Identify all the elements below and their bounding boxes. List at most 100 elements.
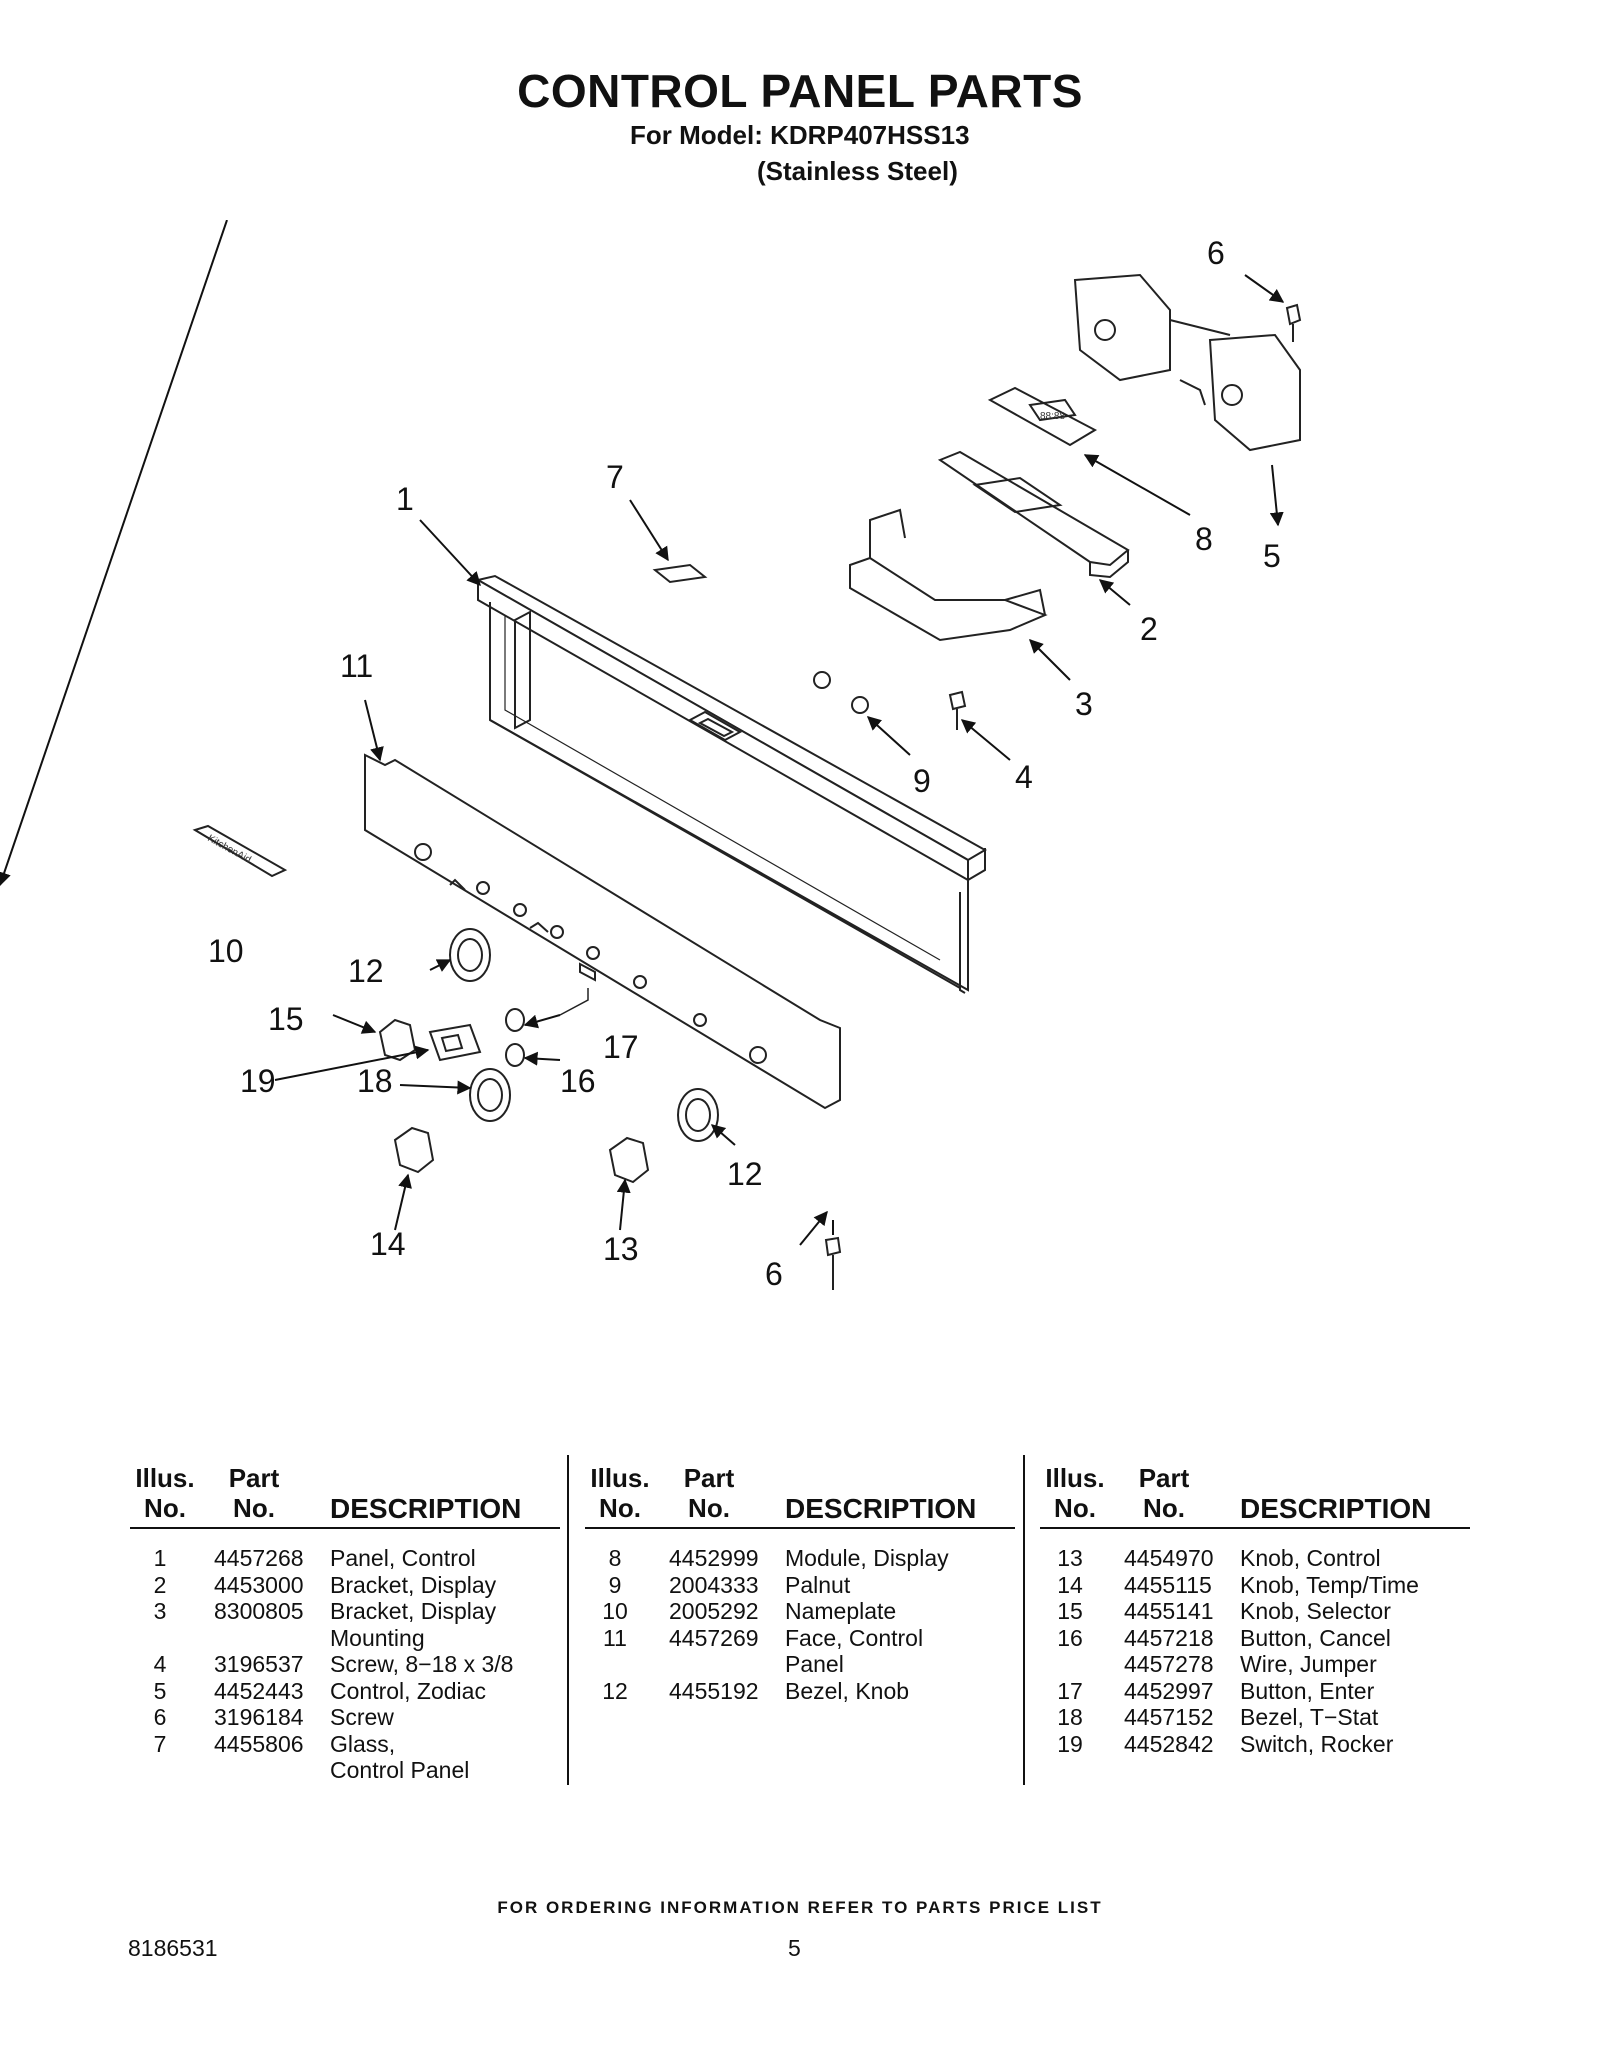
callout-5: 5 <box>1263 538 1281 574</box>
description-cell: Knob, Selector <box>1240 1598 1391 1624</box>
nameplate-part: KitchenAid <box>192 824 288 878</box>
part-no-cell: 4452997 <box>1124 1677 1214 1704</box>
callout-13: 13 <box>603 1231 639 1267</box>
part-no-cell: 4455806 <box>214 1730 304 1757</box>
control-zodiac-part <box>1073 273 1301 452</box>
leader-arrows <box>0 220 1285 1246</box>
header-description: DESCRIPTION <box>1240 1493 1432 1524</box>
callout-14: 14 <box>370 1226 406 1262</box>
part-no-cell: 2004333 <box>669 1571 759 1598</box>
face-control-panel-part <box>364 753 841 1110</box>
description-cell: Control, Zodiac <box>330 1677 486 1704</box>
column-divider <box>567 1455 569 1785</box>
description-cell: Glass, <box>330 1730 396 1757</box>
illus-no-cell: 16 <box>1057 1624 1083 1651</box>
table-row: Panel <box>585 1651 1015 1678</box>
illus-no-cell: 15 <box>1057 1598 1083 1624</box>
illus-no-cell: 2 <box>153 1571 167 1598</box>
callout-2: 2 <box>1140 611 1158 647</box>
table-row: Mounting <box>130 1625 560 1652</box>
page-number: 5 <box>788 1935 801 1961</box>
part-no-cell: 4452999 <box>669 1545 759 1571</box>
part-no-cell: 3196537 <box>214 1651 304 1677</box>
rocker-switch-part <box>428 1023 482 1062</box>
palnut-part-2 <box>851 696 869 714</box>
description-cell: Mounting <box>330 1624 425 1651</box>
description-cell: Wire, Jumper <box>1240 1651 1377 1677</box>
table-row: 2 4453000 Bracket, Display <box>130 1572 560 1599</box>
illus-no-cell: 11 <box>603 1624 627 1651</box>
temp-time-knob-part <box>393 1126 435 1174</box>
callout-10: 10 <box>208 933 244 969</box>
description-cell: Switch, Rocker <box>1240 1730 1394 1757</box>
illus-no-cell: 13 <box>1057 1545 1083 1571</box>
description-cell: Control Panel <box>330 1757 470 1783</box>
illus-no-cell: 8 <box>608 1545 622 1571</box>
knob-bezel-inner <box>457 938 483 972</box>
callout-6-top: 6 <box>1207 235 1225 271</box>
part-no-cell: 4457269 <box>669 1624 759 1651</box>
knob-bezel-inner-2 <box>685 1098 711 1132</box>
part-no-cell: 4455115 <box>1124 1571 1212 1598</box>
table-row: 11 4457269 Face, Control <box>585 1625 1015 1652</box>
illus-no-cell: 18 <box>1057 1704 1083 1730</box>
display-module-part: 88:88 <box>987 386 1098 447</box>
document-number: 8186531 <box>128 1935 218 1961</box>
enter-button-part <box>505 1008 525 1032</box>
jumper-wire <box>559 988 589 1016</box>
description-cell: Bracket, Display <box>330 1571 497 1598</box>
callout-17: 17 <box>603 1029 639 1065</box>
description-cell: Panel <box>785 1651 844 1677</box>
illus-no-cell: 19 <box>1057 1730 1083 1757</box>
description-cell: Button, Cancel <box>1240 1624 1391 1651</box>
callout-3: 3 <box>1075 686 1093 722</box>
callout-12-right: 12 <box>727 1156 763 1192</box>
part-no-cell: 8300805 <box>214 1598 304 1624</box>
display-digits: 88:88 <box>1040 411 1065 422</box>
exploded-parts-diagram: 88:88 KitchenAid <box>0 220 1302 1292</box>
glass-part <box>652 563 708 584</box>
part-no-cell: 4452443 <box>214 1677 304 1704</box>
callout-16: 16 <box>560 1063 596 1099</box>
part-no-cell: 2005292 <box>669 1598 759 1624</box>
part-no-cell: 4454970 <box>1124 1545 1214 1571</box>
callout-7: 7 <box>606 459 624 495</box>
callout-9: 9 <box>913 763 931 799</box>
callout-15: 15 <box>268 1001 304 1037</box>
part-no-cell: 4453000 <box>214 1571 304 1598</box>
description-cell: Screw, 8−18 x 3/8 <box>330 1651 514 1677</box>
page-title: CONTROL PANEL PARTS <box>517 65 1083 117</box>
description-cell: Palnut <box>785 1571 851 1598</box>
bracket-display-part <box>937 450 1130 579</box>
knob-bezel-part <box>449 928 491 982</box>
description-cell: Face, Control <box>785 1624 924 1651</box>
callout-labels: 1 2 3 4 5 6 6 7 8 9 10 11 12 12 13 14 15… <box>208 235 1281 1292</box>
header-description: DESCRIPTION <box>330 1493 522 1524</box>
screw-part <box>1285 303 1302 342</box>
illus-no-cell: 5 <box>153 1677 167 1704</box>
callout-8: 8 <box>1195 521 1213 557</box>
header-illus-no: Illus.No. <box>590 1463 650 1523</box>
description-cell: Knob, Control <box>1240 1545 1381 1571</box>
description-cell: Panel, Control <box>330 1545 476 1571</box>
part-no-cell: 4457268 <box>214 1545 304 1571</box>
column-divider <box>1023 1455 1025 1785</box>
callout-12-left: 12 <box>348 953 384 989</box>
table-row: Control Panel <box>130 1757 560 1784</box>
